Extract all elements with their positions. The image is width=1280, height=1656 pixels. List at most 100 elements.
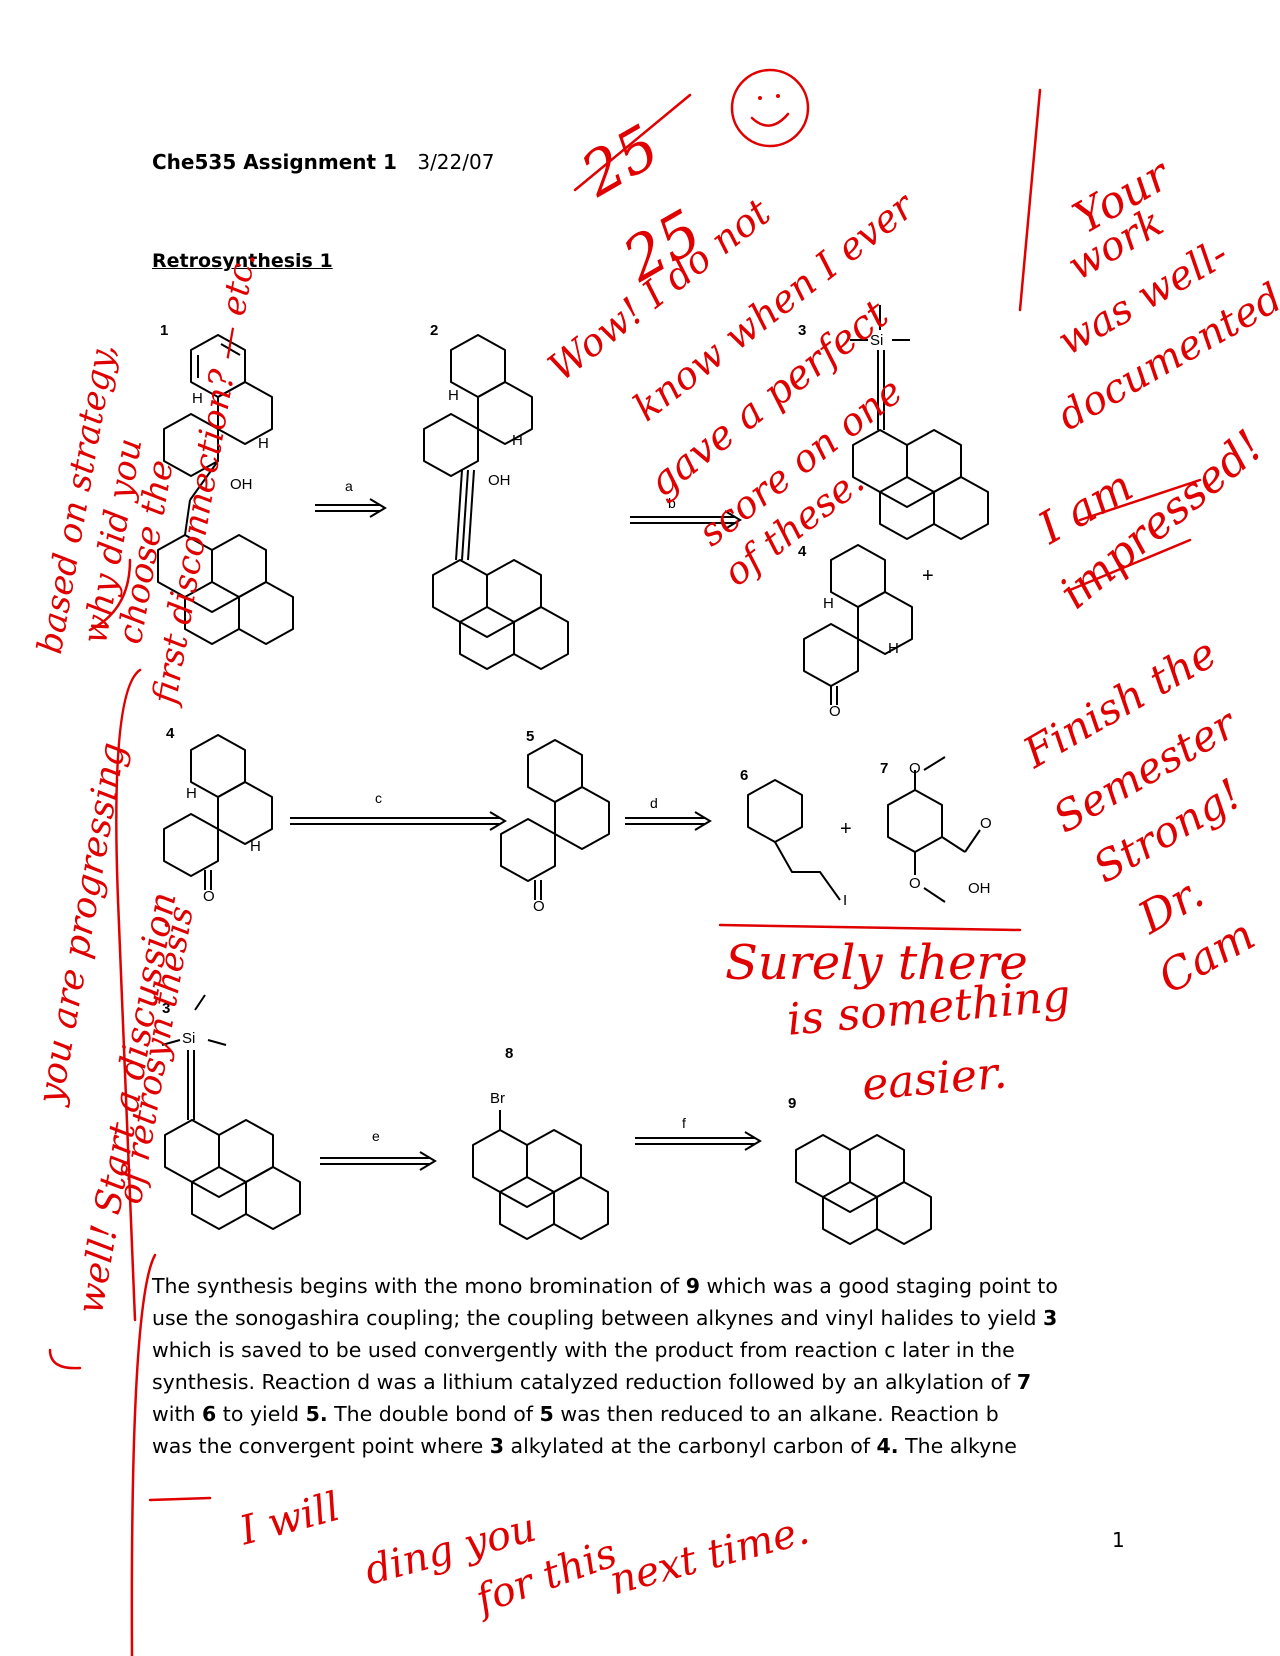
- paragraph-line: with 6 to yield 5. The double bond of 5 …: [152, 1402, 999, 1426]
- compound-8-structure: [472, 1110, 609, 1240]
- compound-4-structure-top: [803, 544, 913, 705]
- compound-label: 2: [430, 322, 439, 339]
- pyrene-ring: [245, 1166, 301, 1230]
- hydroxyl-label: OH: [488, 472, 511, 489]
- methyl-bond: [194, 994, 206, 1011]
- silicon-label: Si: [870, 332, 884, 349]
- title-text: Che535 Assignment 1: [152, 150, 397, 174]
- paragraph-line: which is saved to be used convergently w…: [152, 1338, 1015, 1362]
- underline-stroke: [1078, 478, 1202, 522]
- page-number: 1: [1112, 1528, 1125, 1552]
- pyrene-ring: [211, 534, 267, 598]
- alkyne-bond: [467, 469, 475, 561]
- bromine-label: Br: [490, 1090, 505, 1107]
- arrow-d-head: [694, 811, 712, 831]
- pyrene-ring: [432, 559, 488, 623]
- cyclohexane-ring: [217, 381, 273, 445]
- arrow-f-head: [744, 1131, 762, 1151]
- benzene-ring: [190, 734, 246, 798]
- plus-sign: +: [922, 565, 934, 587]
- vinyl-bond: [189, 460, 219, 501]
- hydroxyl-label: OH: [968, 880, 991, 897]
- cyclohexane-ring: [857, 591, 913, 655]
- cyclohexanone-ring: [163, 813, 219, 877]
- benzene-ring: [527, 739, 583, 803]
- pyrene-ring: [164, 1119, 220, 1183]
- pyrene-ring: [218, 1119, 274, 1183]
- ethyl-chain: [774, 841, 841, 901]
- underline-stroke: [1068, 538, 1192, 592]
- comment-surely: Surely there: [725, 935, 1028, 991]
- pyrene-ring: [191, 1181, 247, 1230]
- cyclohexane-ring: [477, 381, 533, 445]
- document-title: Che535 Assignment 1 3/22/07: [152, 150, 494, 174]
- pyrene-ring: [499, 1191, 555, 1240]
- pyrene-ring: [526, 1129, 582, 1193]
- margin-stroke: [148, 1496, 212, 1502]
- benzene-ring: [450, 334, 506, 398]
- bracket-stroke: [115, 668, 142, 1322]
- oxygen-label: O: [909, 875, 921, 892]
- pyrene-ring: [933, 476, 989, 540]
- oxygen-label: O: [829, 703, 841, 720]
- double-bond: [220, 343, 241, 356]
- hydrogen-label: H: [192, 390, 203, 407]
- methyl-bond: [207, 1039, 227, 1046]
- compound-7-structure: [887, 756, 981, 903]
- compound-label: 3: [162, 1000, 171, 1017]
- compound-5-structure: [500, 739, 610, 900]
- carbonyl-bond: [964, 829, 981, 853]
- vinyl-bond: [184, 499, 191, 536]
- cyclohexene-ring: [554, 786, 610, 850]
- cyclohexanone-ring: [803, 623, 859, 687]
- benzene-ring: [830, 544, 886, 608]
- hydrogen-label: H: [888, 640, 899, 657]
- step-label: f: [682, 1115, 686, 1131]
- cyclohexane-ring: [217, 781, 273, 845]
- bracket-stroke: [48, 1348, 82, 1370]
- compound-4-structure: [163, 734, 273, 890]
- hydrogen-label: H: [258, 435, 269, 452]
- methoxy-bond: [923, 887, 946, 903]
- hydrogen-label: H: [250, 838, 261, 855]
- compound-label: 3: [798, 322, 807, 339]
- pyrene-ring: [238, 581, 294, 645]
- hydrogen-label: H: [448, 387, 459, 404]
- score-divider-line: [573, 93, 692, 192]
- hydrogen-label: H: [186, 785, 197, 802]
- pyrene-ring: [513, 606, 569, 670]
- margin-stroke: [130, 1253, 157, 1656]
- cyclohexane-ring: [423, 413, 479, 477]
- iodine-label: I: [843, 892, 848, 909]
- alkyne-bond: [455, 469, 463, 561]
- paragraph-line: use the sonogashira coupling; the coupli…: [152, 1306, 1058, 1330]
- oxygen-label: O: [909, 760, 921, 777]
- compound-label: 7: [880, 760, 889, 777]
- compound-3-structure: [161, 994, 301, 1230]
- compound-label: 1: [160, 322, 169, 339]
- silicon-label: Si: [182, 1030, 196, 1047]
- step-label: e: [372, 1128, 380, 1144]
- arrow-c-head: [489, 811, 507, 831]
- carboxyl-bond: [941, 836, 966, 853]
- hydroxyl-label: OH: [230, 476, 253, 493]
- methoxy-bond: [923, 756, 946, 771]
- compound-label: 8: [505, 1045, 514, 1062]
- oxygen-label: O: [980, 815, 992, 832]
- step-label: b: [668, 495, 676, 511]
- compound-label: 4: [798, 543, 807, 560]
- hydrogen-label: H: [512, 432, 523, 449]
- divider-stroke: [1018, 88, 1042, 312]
- compound-1-structure: [157, 334, 294, 645]
- compound-label: 4: [166, 725, 175, 742]
- compound-3-structure-top: [850, 305, 989, 540]
- section-heading: Retrosynthesis 1: [152, 250, 333, 272]
- bracket-stroke: [88, 558, 132, 632]
- arrow-a-head: [369, 498, 387, 518]
- compound-label: 6: [740, 767, 749, 784]
- pyrene-ring: [472, 1129, 528, 1193]
- smiley-mouth: [750, 112, 790, 127]
- arrow-e-head: [419, 1151, 437, 1171]
- hydrogen-label: H: [823, 595, 834, 612]
